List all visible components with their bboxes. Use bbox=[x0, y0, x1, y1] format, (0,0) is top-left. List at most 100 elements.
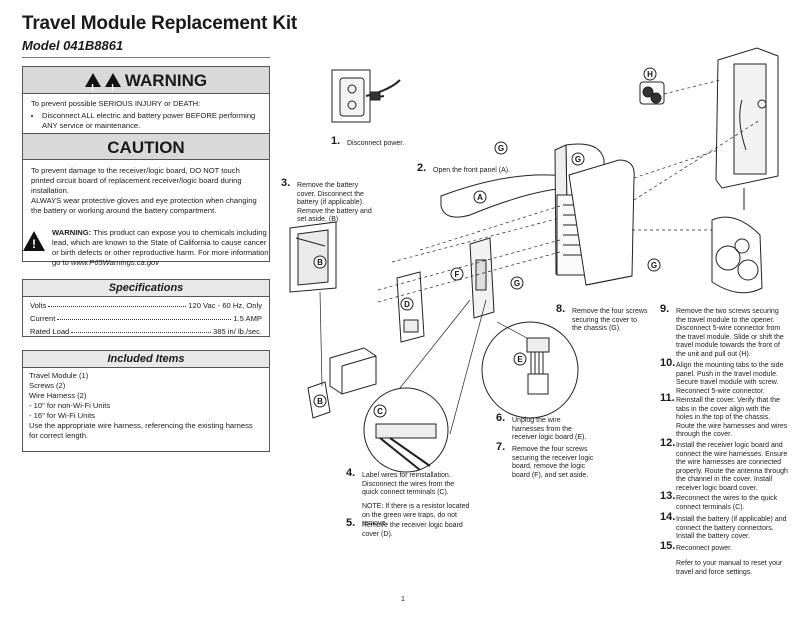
step-number: 1. bbox=[331, 135, 341, 147]
spec-value: 120 Vac - 60 Hz, Only bbox=[188, 301, 262, 310]
leader-dots bbox=[57, 314, 232, 320]
step-4-note: NOTE: If there is a resistor located on … bbox=[362, 503, 470, 528]
step-11: 11.Reinstall the cover. Verify that the … bbox=[660, 393, 788, 440]
prop65-text: This product can expose you to chemicals… bbox=[52, 228, 269, 267]
gear-assembly-illustration bbox=[711, 216, 763, 294]
step-number: 4. bbox=[346, 467, 356, 479]
callout-c: C bbox=[377, 407, 383, 416]
list-item: Wire Harness (2) bbox=[29, 391, 87, 400]
step-number: 15. bbox=[660, 540, 676, 552]
step-4: 4. Label wires for reinstallation. Discon… bbox=[346, 468, 472, 498]
list-item: Screws (2) bbox=[29, 381, 66, 390]
svg-text:!: ! bbox=[32, 237, 36, 251]
step-5: 5. Remove the receiver logic board cover … bbox=[346, 518, 472, 539]
wire-harness-illustration bbox=[526, 337, 550, 395]
callout-g: G bbox=[498, 144, 504, 153]
spec-row: Current 1.5 AMP bbox=[30, 314, 262, 323]
step-6: 6.Unplug the wire harnesses from the rec… bbox=[496, 413, 594, 443]
step-8: 8. Remove the four screws securing the co… bbox=[556, 304, 648, 334]
step-10: 10.Align the mounting tabs to the side p… bbox=[660, 358, 788, 396]
step-text: Label wires for reinstallation. Disconne… bbox=[362, 472, 455, 497]
warning-triangle-icon: ! bbox=[23, 231, 45, 251]
step-number: 5. bbox=[346, 517, 356, 529]
spec-name: Current bbox=[30, 314, 56, 323]
callout-f: F bbox=[455, 270, 460, 279]
step-15: 15.Reconnect power. bbox=[660, 541, 788, 554]
included-items-list: Travel Module (1) Screws (2) Wire Harnes… bbox=[29, 371, 263, 441]
list-item: - 16" for Wi-Fi Units bbox=[29, 411, 95, 420]
logic-board-illustration bbox=[469, 237, 495, 319]
step-number: 7. bbox=[496, 441, 506, 453]
step-text: Reconnect power. bbox=[676, 545, 733, 552]
included-items-heading: Included Items bbox=[23, 351, 269, 368]
spec-value: 1.5 AMP bbox=[233, 314, 262, 323]
leader-dots bbox=[48, 301, 187, 307]
step-1: 1. Disconnect power. bbox=[331, 136, 457, 149]
warning-bullet: Disconnect ALL electric and battery powe… bbox=[42, 111, 263, 131]
step-2: 2.Open the front panel (A). bbox=[417, 163, 553, 176]
step-text: Install the battery (if applicable) and … bbox=[676, 516, 787, 541]
step-text: Reinstall the cover. Verify that the tab… bbox=[676, 397, 788, 439]
caution-banner: CAUTION bbox=[23, 133, 269, 160]
step-text: Remove the four screws securing the rece… bbox=[512, 446, 594, 479]
step-text: Remove the receiver logic board cover (D… bbox=[362, 522, 463, 538]
page-number: 1 bbox=[401, 596, 405, 603]
step-12: 12.Install the receiver logic board and … bbox=[660, 438, 788, 494]
specifications-table: Specifications Volts 120 Vac - 60 Hz, Onl… bbox=[22, 279, 270, 337]
wall-outlet-illustration bbox=[331, 69, 401, 123]
travel-module-illustration bbox=[715, 47, 779, 210]
step-number: 8. bbox=[556, 303, 566, 315]
callout-g: G bbox=[514, 279, 520, 288]
warning-heading: WARNING bbox=[124, 71, 208, 90]
step-7: 7. Remove the four screws securing the re… bbox=[496, 442, 594, 480]
warning-intro: To prevent possible SERIOUS INJURY or DE… bbox=[31, 99, 201, 108]
callout-b: B bbox=[317, 258, 323, 267]
step-text: Remove the four screws securing the cove… bbox=[572, 308, 648, 333]
caution-heading: CAUTION bbox=[107, 138, 185, 157]
step-text: Reconnect the wires to the quick connect… bbox=[676, 495, 778, 511]
callout-d: D bbox=[404, 300, 410, 309]
step-text: Install the receiver logic board and con… bbox=[676, 442, 788, 492]
leader-dots bbox=[71, 327, 212, 333]
title-divider bbox=[22, 57, 270, 58]
specifications-heading: Specifications bbox=[23, 280, 269, 297]
warning-triangle-icon bbox=[104, 73, 121, 102]
step-number: 12. bbox=[660, 437, 676, 449]
terminal-inset-illustration bbox=[363, 387, 449, 473]
step-9: 9. Remove the two screws securing the tra… bbox=[660, 304, 788, 360]
step-number: 3. bbox=[281, 177, 291, 189]
list-item: Travel Module (1) bbox=[29, 371, 89, 380]
spec-name: Volts bbox=[30, 301, 47, 310]
step-3: 3.Remove the battery cover. Disconnect t… bbox=[281, 178, 373, 225]
step-13: 13.Reconnect the wires to the quick conn… bbox=[660, 491, 788, 512]
mounting-parts-illustration bbox=[639, 81, 665, 105]
list-item: - 10" for non-Wi-Fi Units bbox=[29, 401, 111, 410]
page-title: Travel Module Replacement Kit bbox=[22, 13, 298, 34]
callout-g: G bbox=[651, 261, 657, 270]
step-text: Remove the two screws securing the trave… bbox=[676, 308, 784, 358]
step-text: Align the mounting tabs to the side pane… bbox=[676, 362, 784, 395]
step-number: 10. bbox=[660, 357, 676, 369]
warning-banner: WARNING bbox=[23, 67, 269, 102]
reset-note: Refer to your manual to reset your trave… bbox=[676, 560, 783, 576]
step-14: 14.Install the battery (if applicable) a… bbox=[660, 512, 788, 542]
connector-inset-illustration bbox=[481, 321, 579, 419]
battery-illustration bbox=[329, 347, 377, 395]
warning-triangle-icon bbox=[84, 73, 101, 102]
step-number: 13. bbox=[660, 490, 676, 502]
prop65-label: WARNING: bbox=[52, 228, 92, 237]
callout-h: H bbox=[647, 70, 653, 79]
callout-e: E bbox=[517, 355, 523, 364]
model-number: Model 041B8861 bbox=[22, 38, 124, 53]
caution-paragraph-1: To prevent damage to the receiver/logic … bbox=[31, 166, 242, 195]
callout-g: G bbox=[575, 155, 581, 164]
step-text: Disconnect power. bbox=[347, 140, 405, 147]
step-text: Open the front panel (A). bbox=[433, 167, 511, 174]
chassis-illustration bbox=[568, 159, 635, 286]
callout-a: A bbox=[477, 193, 483, 202]
step-number: 9. bbox=[660, 303, 670, 315]
battery-compartment-illustration bbox=[289, 221, 337, 293]
prop65-link[interactable]: www.P65Warnings.ca.gov bbox=[71, 258, 160, 267]
